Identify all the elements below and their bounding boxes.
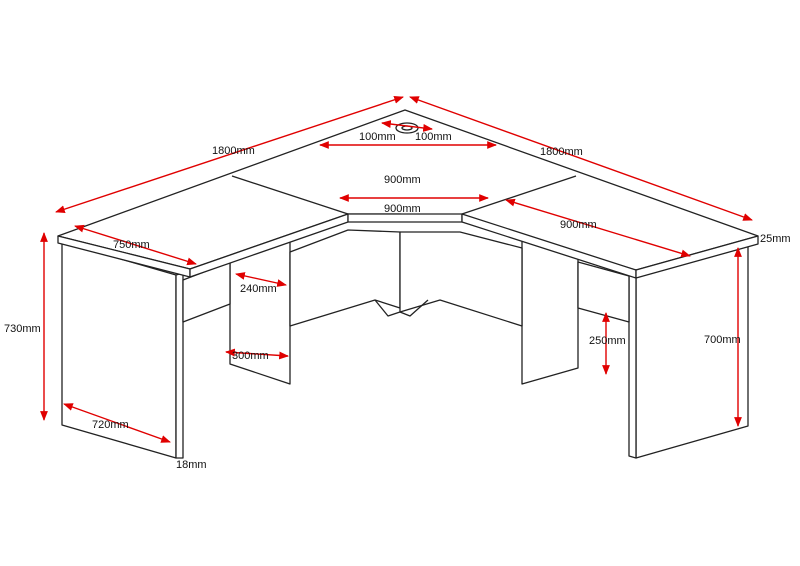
label-right-return: 900mm — [560, 219, 597, 231]
right-end-leg-edge — [628, 272, 637, 459]
back-modesty-panel-right — [399, 231, 523, 327]
dimension-lines — [40, 96, 753, 443]
center-panel-notch — [374, 299, 429, 317]
label-leg-depth: 720mm — [92, 419, 129, 431]
dim-line-grommet — [381, 120, 433, 132]
label-total-length-right: 1800mm — [540, 146, 583, 158]
dim-line-240-modesty — [235, 272, 287, 287]
label-grommet-right: 100mm — [415, 131, 452, 143]
right-modesty-panel — [577, 261, 630, 323]
dim-line-1800-left — [55, 96, 404, 213]
label-leg-thickness: 18mm — [176, 459, 207, 471]
desk-top-edge-corner — [347, 213, 463, 223]
label-corner-width-bottom: 900mm — [384, 203, 421, 215]
label-desk-depth: 750mm — [113, 239, 150, 251]
label-corner-width-top: 900mm — [384, 174, 421, 186]
right-end-leg-front — [635, 245, 749, 459]
dim-line-1800-right — [409, 96, 753, 221]
dimension-labels: 1800mm 1800mm 100mm 100mm 900mm 900mm 90… — [4, 131, 791, 471]
left-end-leg-edge — [175, 272, 184, 459]
label-total-length-left: 1800mm — [212, 145, 255, 157]
right-inner-leg-panel — [521, 239, 579, 385]
label-panel-height: 250mm — [589, 335, 626, 347]
label-top-thickness: 25mm — [760, 233, 791, 245]
label-overall-height: 730mm — [4, 323, 41, 335]
dim-line-900-right-return — [505, 198, 691, 258]
desk-body — [57, 109, 759, 459]
dim-line-750-depth — [74, 224, 197, 266]
label-grommet-left: 100mm — [359, 131, 396, 143]
label-inner-leg-width: 300mm — [232, 350, 269, 362]
dim-line-300-inner-leg — [225, 348, 289, 360]
dim-line-720-leg-depth — [63, 403, 171, 443]
label-modesty-panel-depth: 240mm — [240, 283, 277, 295]
label-leg-height: 700mm — [704, 334, 741, 346]
desk-top-edge-right — [635, 235, 759, 279]
back-modesty-panel-left — [289, 229, 401, 327]
